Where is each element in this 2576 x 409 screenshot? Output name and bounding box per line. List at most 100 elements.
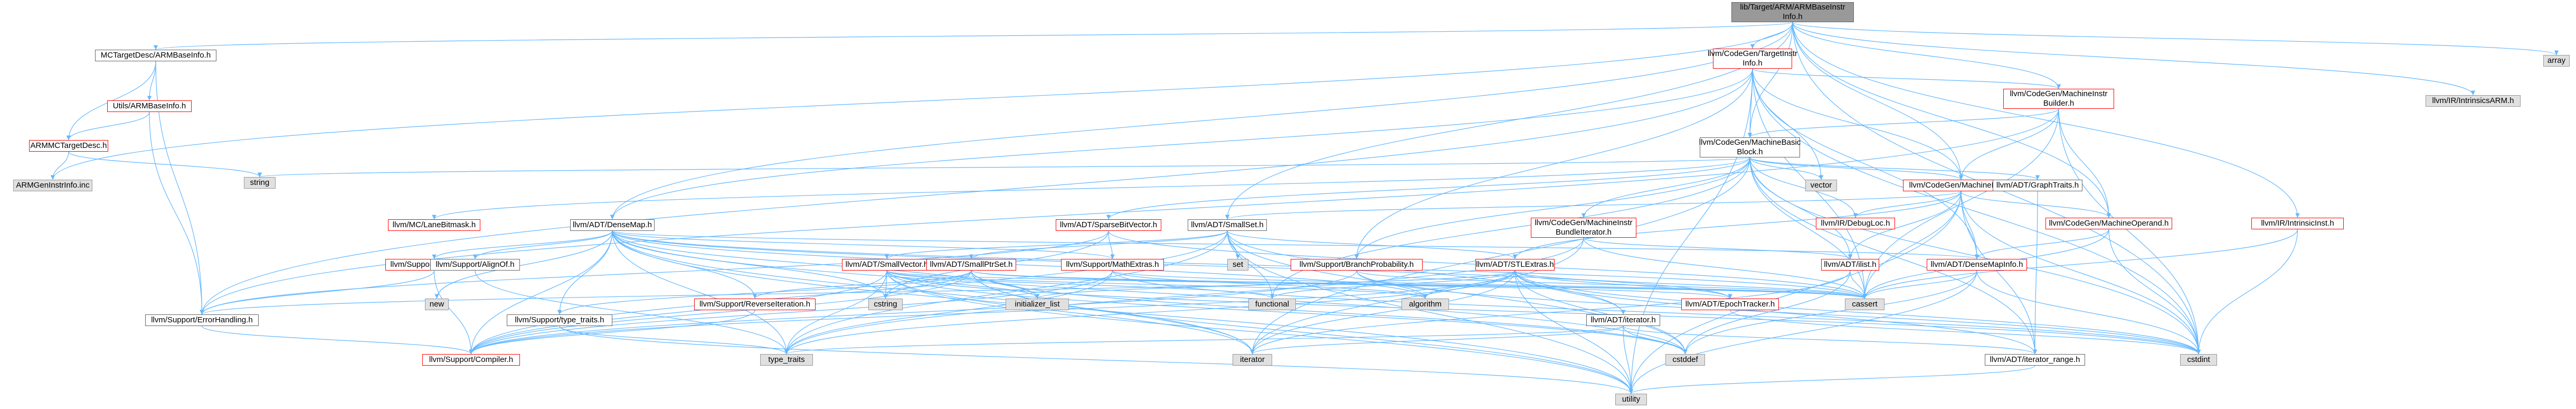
node-utility[interactable]: utility — [1615, 394, 1647, 405]
node-codegen-targetinstrinfo[interactable]: llvm/CodeGen/TargetInstr Info.h — [1707, 49, 1798, 69]
edge-codegen_targetinstrinfo-to-codegen_machineinstr — [1752, 68, 1964, 180]
node-cassert[interactable]: cassert — [1845, 299, 1884, 310]
node-set[interactable]: set — [1227, 259, 1248, 271]
edge-codegen_machineinstrbuilder-to-support_errorhandling — [200, 108, 2059, 315]
edge-root-to-codegen_machineinstrbuilder — [1792, 22, 2061, 89]
node-algorithm[interactable]: algorithm — [1401, 299, 1449, 310]
edge-adt_smallvector-to-iterator — [886, 270, 1255, 355]
edge-codegen_machinebasicblock-to-cassert — [1749, 157, 1867, 299]
node-adt-ilist[interactable]: llvm/ADT/ilist.h — [1821, 259, 1879, 271]
edge-support_errorhandling-to-support_compiler — [201, 326, 473, 355]
node-adt-smallptrset[interactable]: llvm/ADT/SmallPtrSet.h — [926, 259, 1016, 271]
node-functional[interactable]: functional — [1248, 299, 1296, 310]
edge-adt_iterator_range-to-utility — [1629, 365, 2035, 394]
node-adt-sparsebitvector[interactable]: llvm/ADT/SparseBitVector.h — [1056, 219, 1161, 231]
edge-adt_densemap-to-utility — [612, 230, 1634, 394]
node-codegen-machinebasicblock[interactable]: llvm/CodeGen/MachineBasic Block.h — [1699, 137, 1801, 157]
edge-adt_smallptrset-to-support_typetraits — [557, 270, 972, 315]
edge-codegen_machinebasicblock-to-string — [258, 157, 1750, 178]
edge-support_reverseiteration-to-support_compiler — [469, 310, 755, 355]
node-new[interactable]: new — [425, 299, 449, 310]
node-support-branchprobability[interactable]: llvm/Support/BranchProbability.h — [1291, 259, 1423, 271]
edge-codegen_targetinstrinfo-to-cstdint — [1752, 68, 2201, 355]
node-armmctargetdesc[interactable]: ARMMCTargetDesc.h — [29, 140, 108, 152]
node-adt-epochtracker[interactable]: llvm/ADT/EpochTracker.h — [1681, 299, 1779, 310]
edge-adt_stlextras-to-adt_epochtracker — [1514, 270, 1732, 299]
edge-root-to-codegen_machineinstr — [1792, 22, 1964, 180]
edge-codegen_machineinstrbuilder-to-cstdint — [2058, 108, 2201, 355]
node-iterator[interactable]: iterator — [1233, 354, 1272, 366]
node-array[interactable]: array — [2543, 55, 2570, 67]
edge-codegen_bundleiterator-to-cassert — [1583, 237, 1867, 299]
node-adt-smallvector[interactable]: llvm/ADT/SmallVector.h — [842, 259, 932, 271]
node-adt-iterator-range[interactable]: llvm/ADT/iterator_range.h — [1985, 354, 2085, 366]
edge-codegen_machinebasicblock-to-adt_graphtraits — [1749, 157, 2040, 180]
edge-adt_sparsebitvector-to-support_mathextras — [1108, 230, 1115, 259]
edge-support_alignof-to-type_traits — [475, 270, 789, 355]
edge-codegen_machineinstr-to-adt_iterator_range — [1961, 191, 2038, 355]
edge-adt_smallvector-to-support_compiler — [469, 270, 887, 355]
edge-adt_densemapinfo-to-cstddef — [1683, 270, 1977, 355]
edge-support_memalloc-to-support_errorhandling — [200, 270, 435, 315]
edge-codegen_machineinstrbuilder-to-codegen_machinebasicblock — [1747, 108, 2059, 138]
edge-utils_armbaseinfo-to-armmctargetdesc — [66, 111, 150, 141]
edge-adt_smallset-to-adt_iterator — [1227, 230, 1626, 315]
node-support-reverseiteration[interactable]: llvm/Support/ReverseIteration.h — [694, 299, 816, 310]
edge-mctargetdesc_armbaseinfo-to-support_errorhandling — [155, 61, 204, 315]
edge-codegen_machinebasicblock-to-mc_lanebitmask — [432, 157, 1750, 220]
node-ir-debugloc[interactable]: llvm/IR/DebugLoc.h — [1816, 218, 1895, 229]
node-type-traits[interactable]: type_traits — [760, 354, 813, 366]
node-initializer-list[interactable]: initializer_list — [1006, 299, 1069, 310]
edge-adt_smallset-to-adt_smallptrset — [969, 230, 1228, 259]
edge-codegen_machinebasicblock-to-iterator — [1250, 157, 1750, 355]
node-support-alignof[interactable]: llvm/Support/AlignOf.h — [430, 259, 520, 271]
node-support-compiler[interactable]: llvm/Support/Compiler.h — [422, 354, 520, 366]
edge-adt_stlextras-to-initializer_list — [1035, 270, 1516, 299]
edge-adt_stlextras-to-cstdint — [1514, 270, 2201, 355]
edge-adt_stlextras-to-utility — [1514, 270, 1634, 394]
edge-codegen_machineinstr-to-cstdint — [1961, 191, 2201, 355]
node-adt-smallset[interactable]: llvm/ADT/SmallSet.h — [1188, 219, 1267, 231]
edge-support_mathextras-to-cstdint — [1112, 270, 2201, 355]
node-adt-graphtraits[interactable]: llvm/ADT/GraphTraits.h — [1993, 180, 2082, 191]
node-armgeninstrinfo[interactable]: ARMGenInstrInfo.inc — [13, 180, 92, 191]
node-adt-densemapinfo[interactable]: llvm/ADT/DenseMapInfo.h — [1927, 259, 2027, 271]
node-utils-armbaseinfo[interactable]: Utils/ARMBaseInfo.h — [107, 100, 192, 112]
edge-codegen_machineoperand-to-adt_densemapinfo — [1974, 229, 2109, 259]
node-support-errorhandling[interactable]: llvm/Support/ErrorHandling.h — [145, 314, 259, 326]
edge-adt_smallset-to-utility — [1227, 230, 1634, 394]
node-ir-intrinsicsarm[interactable]: llvm/IR/IntrinsicsARM.h — [2426, 95, 2521, 107]
node-adt-iterator[interactable]: llvm/ADT/iterator.h — [1586, 314, 1660, 326]
node-codegen-bundleiterator[interactable]: llvm/CodeGen/MachineInstr BundleIterator… — [1531, 218, 1636, 238]
node-cstring[interactable]: cstring — [868, 299, 903, 310]
node-vector[interactable]: vector — [1805, 180, 1837, 191]
node-string[interactable]: string — [244, 177, 276, 189]
node-codegen-machineinstrbuilder[interactable]: llvm/CodeGen/MachineInstr Builder.h — [2003, 89, 2114, 109]
edge-codegen_machineinstr-to-adt_ilist — [1848, 191, 1962, 259]
edge-codegen_machineinstrbuilder-to-codegen_machineinstr — [1958, 108, 2059, 180]
edge-codegen_bundleiterator-to-adt_ilist — [1583, 237, 1852, 259]
edge-support_typetraits-to-utility — [559, 326, 1633, 394]
edge-codegen_machinebasicblock-to-ir_debugloc — [1749, 157, 1858, 218]
node-codegen-machineinstr[interactable]: llvm/CodeGen/MachineInstr.h — [1903, 180, 2019, 191]
node-support-typetraits[interactable]: llvm/Support/type_traits.h — [507, 314, 612, 326]
edge-root-to-mctargetdesc_armbaseinfo — [154, 22, 1793, 50]
node-ir-intrinsicinst[interactable]: llvm/IR/IntrinsicInst.h — [2251, 218, 2344, 229]
node-support-mathextras[interactable]: llvm/Support/MathExtras.h — [1061, 259, 1164, 271]
node-adt-densemap[interactable]: llvm/ADT/DenseMap.h — [570, 219, 655, 231]
node-codegen-machineoperand[interactable]: llvm/CodeGen/MachineOperand.h — [2045, 218, 2172, 229]
edge-codegen_machinebasicblock-to-codegen_machineinstr — [1749, 157, 1964, 180]
node-mctargetdesc-armbaseinfo[interactable]: MCTargetDesc/ARMBaseInfo.h — [95, 50, 216, 61]
node-cstddef[interactable]: cstddef — [1665, 354, 1705, 366]
edge-codegen_machineinstr-to-cassert — [1862, 191, 1962, 299]
node-cstdint[interactable]: cstdint — [2180, 354, 2217, 366]
node-root[interactable]: lib/Target/ARM/ARMBaseInstr Info.h — [1731, 2, 1854, 22]
edge-codegen_machineoperand-to-cstdint — [2108, 229, 2201, 355]
node-adt-stlextras[interactable]: llvm/ADT/STLExtras.h — [1475, 259, 1555, 271]
edge-adt_smallptrset-to-utility — [971, 270, 1634, 394]
node-mc-lanebitmask[interactable]: llvm/MC/LaneBitmask.h — [388, 219, 480, 231]
edge-adt_epochtracker-to-cstdint — [1729, 310, 2201, 355]
edge-adt_stlextras-to-adt_iterator_range — [1514, 270, 2038, 355]
edge-armmctargetdesc-to-armgeninstrinfo — [50, 151, 69, 180]
edge-adt_stlextras-to-support_compiler — [469, 270, 1516, 355]
